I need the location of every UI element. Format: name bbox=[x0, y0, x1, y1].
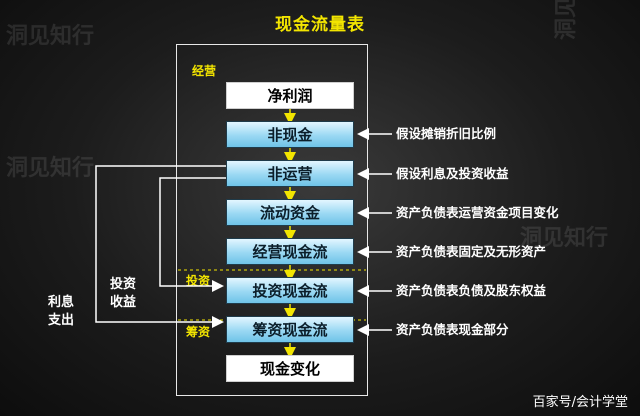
note-depreciation: 假设摊销折旧比例 bbox=[396, 126, 497, 141]
box-financing-cash-flow: 筹资现金流 bbox=[226, 316, 354, 343]
operating-frame bbox=[176, 44, 368, 396]
box-operating-cash-flow: 经营现金流 bbox=[226, 238, 354, 265]
box-working-capital: 流动资金 bbox=[226, 199, 354, 226]
interest-expense-line bbox=[95, 165, 226, 328]
note-liabilities-equity: 资产负债表负债及股东权益 bbox=[396, 283, 547, 298]
section-label-financing: 筹资 bbox=[186, 325, 211, 339]
watermark-logo-2: 洞见知行 bbox=[6, 156, 95, 181]
label-interest-expense: 利息 支出 bbox=[48, 294, 74, 330]
box-non-operating: 非运营 bbox=[226, 160, 354, 187]
box-non-cash: 非现金 bbox=[226, 121, 354, 148]
note-cash-portion: 资产负债表现金部分 bbox=[396, 322, 509, 337]
footer-watermark: 百家号/会计学堂 bbox=[532, 395, 628, 410]
note-working-capital-items: 资产负债表运营资金项目变化 bbox=[396, 205, 559, 220]
note-interest-investment: 假设利息及投资收益 bbox=[396, 166, 509, 181]
box-net-income: 净利润 bbox=[226, 82, 354, 109]
investment-income-line bbox=[159, 177, 226, 292]
diagram-title: 现金流量表 bbox=[275, 15, 365, 35]
box-cash-change: 现金变化 bbox=[226, 355, 354, 382]
watermark-logo-1: 洞见知行 bbox=[6, 24, 95, 49]
label-investment-income-text: 投资 收益 bbox=[110, 277, 137, 310]
note-fixed-intangible-assets: 资产负债表固定及无形资产 bbox=[396, 244, 547, 259]
section-label-investing: 投资 bbox=[186, 274, 211, 288]
box-investing-cash-flow: 投资现金流 bbox=[226, 277, 354, 304]
section-label-operating: 经营 bbox=[192, 64, 217, 78]
label-interest-expense-text: 利息 支出 bbox=[48, 295, 75, 328]
label-investment-income: 投资 收益 bbox=[110, 276, 136, 312]
watermark-logo-4: 洞见知行 bbox=[520, 226, 609, 251]
